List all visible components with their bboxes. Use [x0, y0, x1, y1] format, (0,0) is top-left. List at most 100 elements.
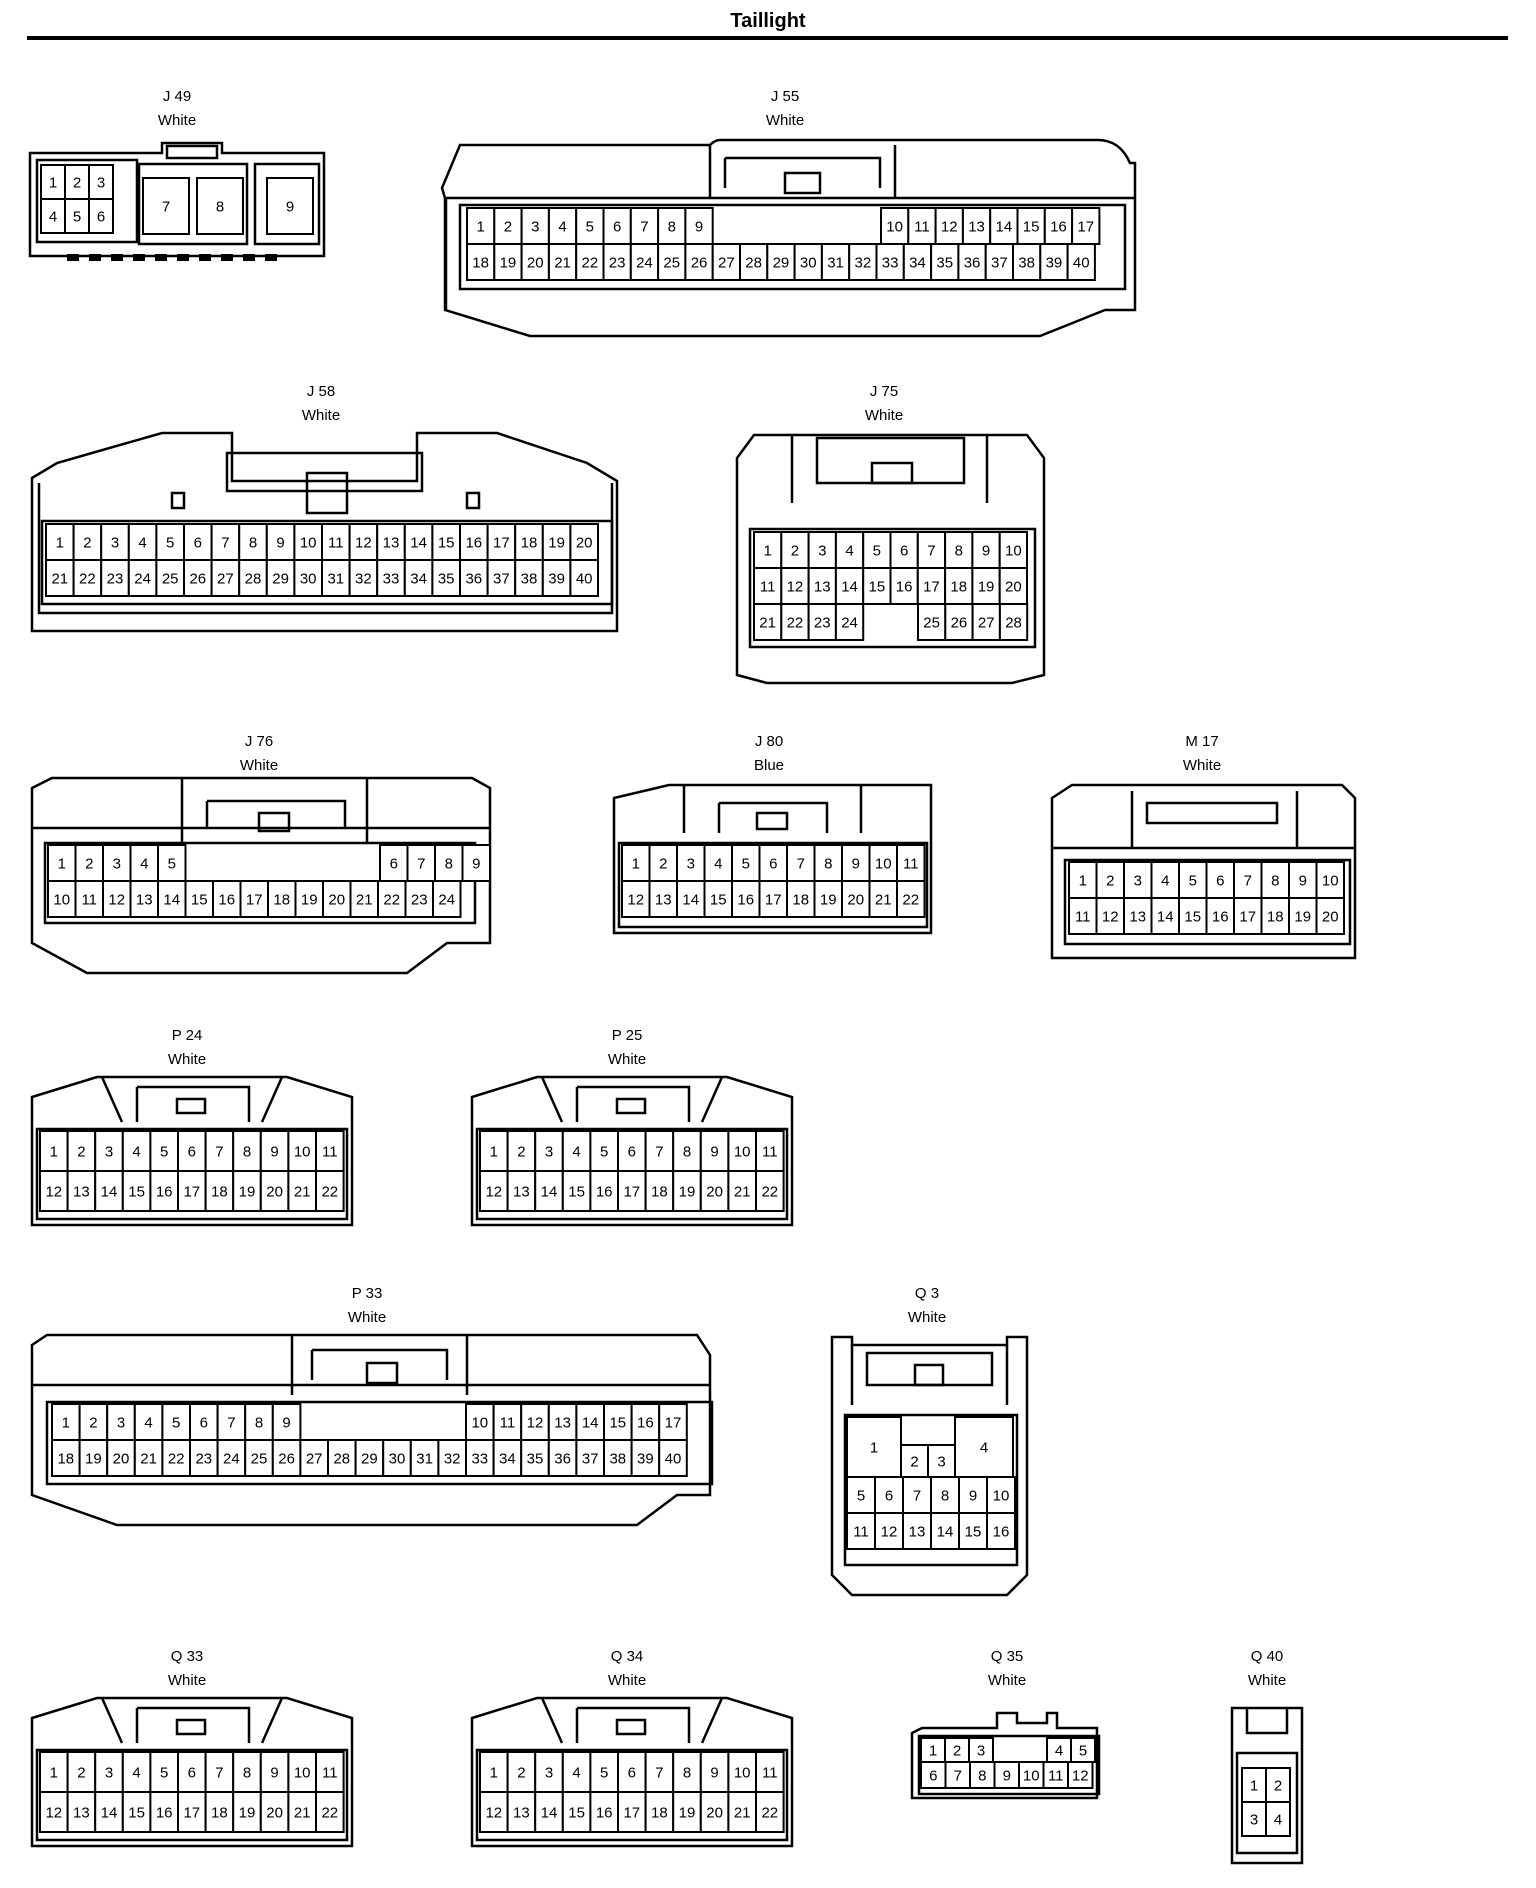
pin-label: 13 [655, 892, 672, 909]
pin-12: 12 [348, 523, 379, 561]
pin-label: 3 [97, 175, 105, 192]
pin-11: 11 [755, 1130, 785, 1172]
pin-39: 39 [630, 1439, 661, 1477]
pin-label: 20 [706, 1805, 723, 1822]
pin-label: 3 [113, 856, 121, 873]
pin-label: 8 [668, 219, 676, 236]
pin-25: 25 [657, 243, 687, 281]
pin-label: 9 [270, 1144, 278, 1161]
pin-14: 14 [403, 523, 434, 561]
pin-28: 28 [998, 603, 1029, 641]
pin-6: 6 [183, 523, 213, 561]
pin-label: 21 [294, 1805, 311, 1822]
connector-color: White [607, 1051, 647, 1068]
pin-31: 31 [820, 243, 851, 281]
pin-5: 5 [1070, 1737, 1096, 1763]
pin-label: 18 [472, 255, 489, 272]
pin-label: 5 [586, 219, 594, 236]
pin-1: 1 [39, 1751, 69, 1793]
pin-label: 2 [73, 175, 81, 192]
pin-label: 2 [1106, 873, 1114, 890]
pin-14: 14 [575, 1403, 606, 1441]
pin-label: 22 [79, 571, 96, 588]
pin-label: 8 [955, 543, 963, 560]
pin-35: 35 [930, 243, 960, 281]
pin-23: 23 [404, 880, 434, 918]
pin-17: 17 [658, 1403, 688, 1441]
pin-label: 10 [1023, 1768, 1040, 1785]
pin-label: 21 [759, 615, 776, 632]
pin-label: 12 [1072, 1768, 1089, 1785]
pin-label: 27 [217, 571, 234, 588]
pin-39: 39 [541, 559, 572, 597]
pin-8: 8 [1260, 861, 1290, 899]
pin-5: 5 [589, 1130, 620, 1172]
pin-20: 20 [106, 1439, 136, 1477]
pin-label: 35 [936, 255, 953, 272]
pin-label: 18 [792, 892, 809, 909]
pin-label: 22 [321, 1184, 338, 1201]
pin-label: 12 [108, 892, 125, 909]
pin-label: 3 [1134, 873, 1142, 890]
pin-label: 7 [162, 199, 170, 216]
pin-23: 23 [100, 559, 130, 597]
pin-22: 22 [315, 1170, 345, 1212]
pin-3: 3 [968, 1737, 994, 1763]
pin-4: 4 [127, 523, 158, 561]
pin-13: 13 [506, 1170, 537, 1212]
pin-16: 16 [212, 880, 242, 918]
connector-id: P 33 [351, 1285, 383, 1302]
pin-14: 14 [1150, 897, 1180, 935]
pin-5: 5 [846, 1476, 876, 1514]
pin-3: 3 [1241, 1801, 1267, 1837]
pin-10: 10 [1018, 1761, 1045, 1789]
pin-22: 22 [755, 1170, 785, 1212]
connector-caption: P 33 White [307, 1285, 427, 1327]
pin-label: 32 [855, 255, 872, 272]
pin-21: 21 [287, 1791, 317, 1833]
pin-label: 22 [902, 892, 919, 909]
connector-color: White [347, 1309, 387, 1326]
pin-label: 13 [383, 535, 400, 552]
pin-17: 17 [1233, 897, 1263, 935]
pin-label: 20 [576, 535, 593, 552]
pin-35: 35 [520, 1439, 550, 1477]
pin-6: 6 [189, 1403, 219, 1441]
pin-14: 14 [94, 1170, 124, 1212]
pin-label: 4 [845, 543, 853, 560]
pin-13: 13 [129, 880, 159, 918]
pin-17: 17 [617, 1791, 647, 1833]
pin-10: 10 [293, 523, 323, 561]
pin-label: 34 [909, 255, 926, 272]
pin-38: 38 [514, 559, 544, 597]
pin-label: 27 [978, 615, 995, 632]
pin-7: 7 [902, 1476, 932, 1514]
pin-1: 1 [40, 164, 66, 200]
pin-label: 25 [663, 255, 680, 272]
pin-label: 36 [964, 255, 981, 272]
pin-6: 6 [1205, 861, 1235, 899]
pin-label: 40 [1073, 255, 1090, 272]
pin-20: 20 [569, 523, 600, 561]
pin-4: 4 [703, 844, 733, 882]
pin-label: 4 [49, 209, 57, 226]
pin-label: 28 [1005, 615, 1022, 632]
pin-14: 14 [930, 1512, 960, 1550]
pin-11: 11 [315, 1751, 345, 1793]
pin-label: 12 [941, 219, 958, 236]
pin-label: 11 [762, 1144, 778, 1161]
pin-39: 39 [1039, 243, 1069, 281]
pin-3: 3 [100, 523, 130, 561]
connector-id: P 24 [171, 1027, 203, 1044]
pin-label: 22 [761, 1184, 778, 1201]
pin-label: 7 [227, 1415, 235, 1432]
pin-label: 5 [168, 856, 176, 873]
pin-label: 16 [993, 1524, 1010, 1541]
pin-2: 2 [64, 164, 90, 200]
pin-label: 39 [1046, 255, 1063, 272]
pin-16: 16 [149, 1170, 180, 1212]
